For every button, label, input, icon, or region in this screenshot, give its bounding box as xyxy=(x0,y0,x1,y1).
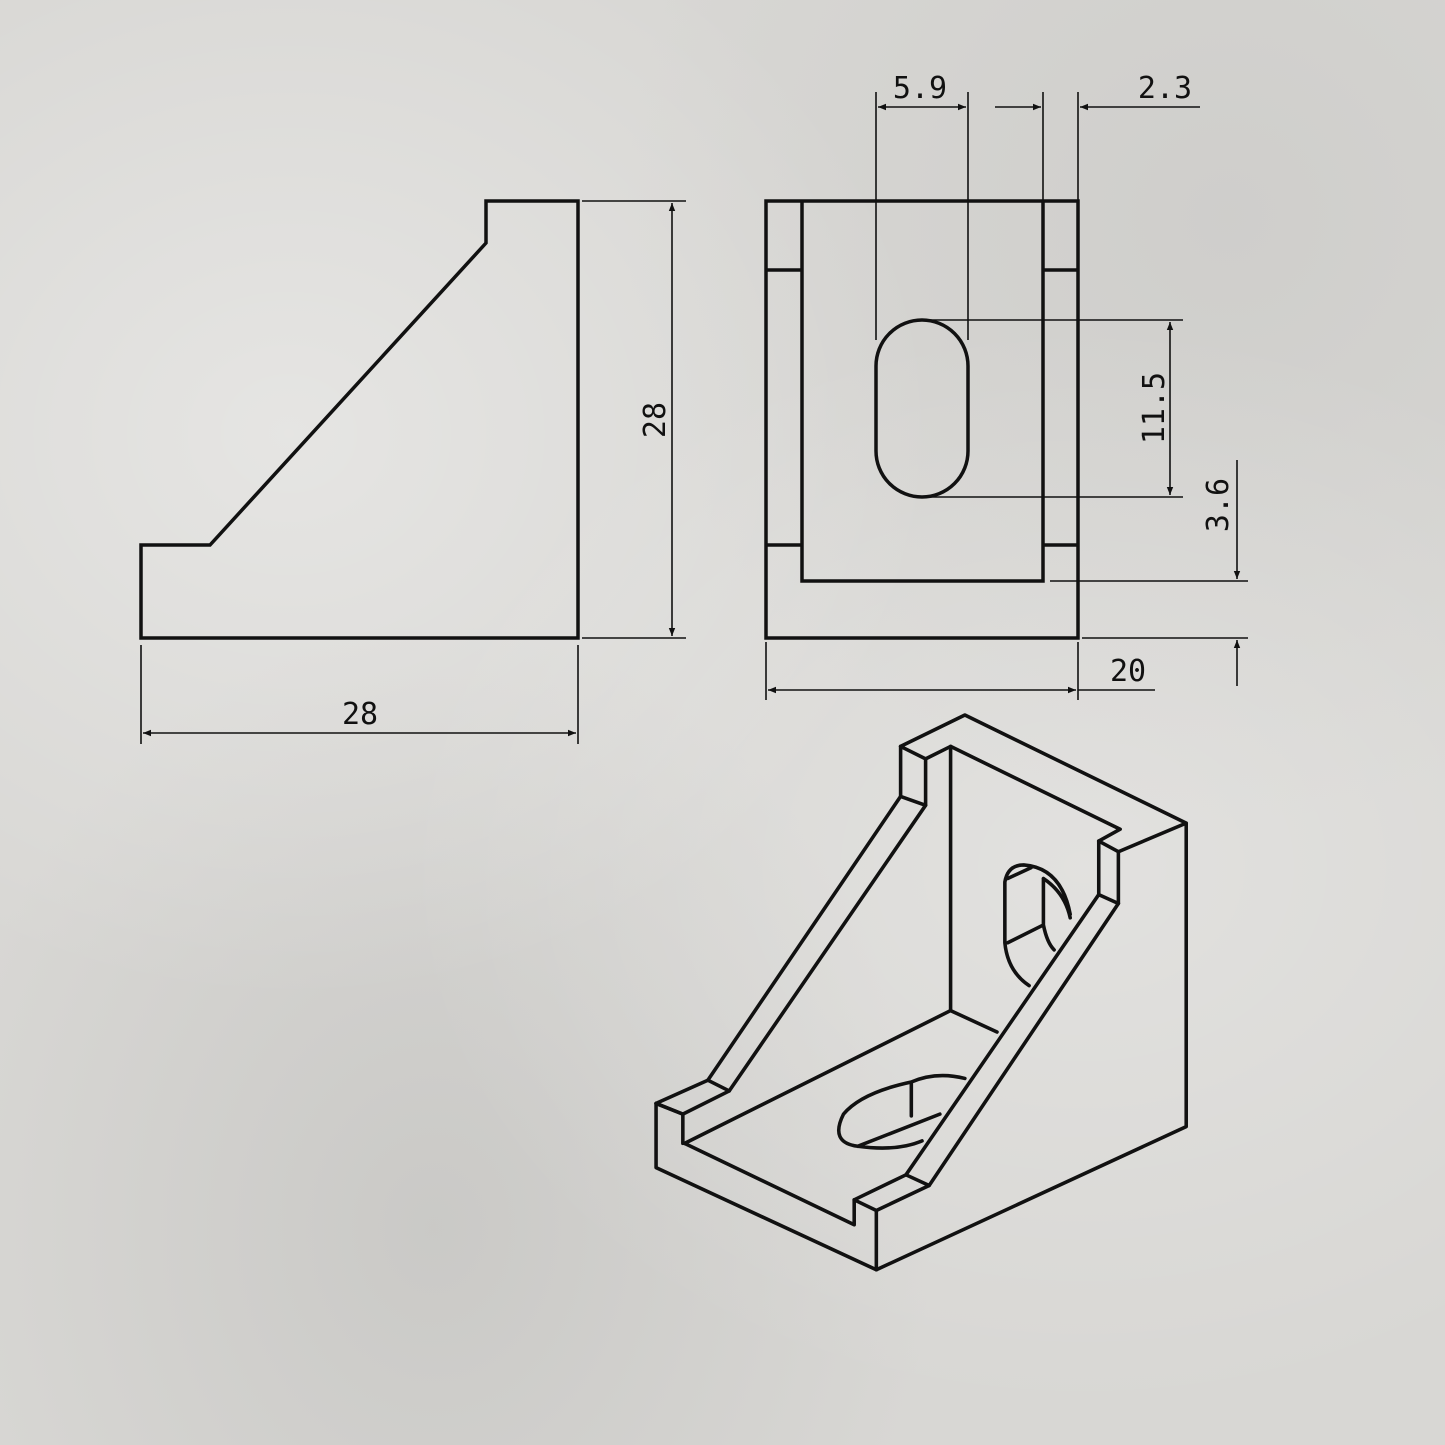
iso-floor-corner xyxy=(948,1008,999,1034)
iso-left-rib xyxy=(706,794,903,1082)
front-view-outline xyxy=(764,199,1080,640)
front-width-label: 20 xyxy=(1110,654,1146,689)
iso-floor-slot xyxy=(837,1073,967,1150)
side-width-label: 28 xyxy=(342,697,378,732)
side-view: 28 28 xyxy=(139,199,686,744)
iso-wall-slot xyxy=(1003,863,1072,988)
iso-front-block xyxy=(852,1173,931,1213)
iso-top-block xyxy=(898,744,928,808)
side-view-outline xyxy=(139,199,580,640)
iso-floor-corner xyxy=(682,1008,953,1146)
iso-left-rib xyxy=(727,803,928,1093)
isometric-view xyxy=(654,713,1188,1272)
iso-wall-top xyxy=(923,744,1188,854)
iso-outline xyxy=(654,713,1188,1272)
wall-label: 2.3 xyxy=(1138,71,1192,106)
iso-right-rib xyxy=(904,892,1101,1177)
iso-left-block xyxy=(654,1078,732,1116)
side-height-label: 28 xyxy=(638,402,673,438)
mounting-slot xyxy=(874,318,970,499)
inner-channel xyxy=(800,201,1045,583)
iso-right-block xyxy=(1096,839,1121,906)
iso-right-rib xyxy=(927,901,1121,1188)
slot-width-label: 5.9 xyxy=(893,71,947,106)
front-view: 5.9 2.3 11.5 3.6 20 xyxy=(764,71,1248,700)
slot-length-label: 11.5 xyxy=(1137,372,1172,444)
iso-floor-edge xyxy=(682,1141,856,1227)
base-label: 3.6 xyxy=(1201,478,1236,532)
